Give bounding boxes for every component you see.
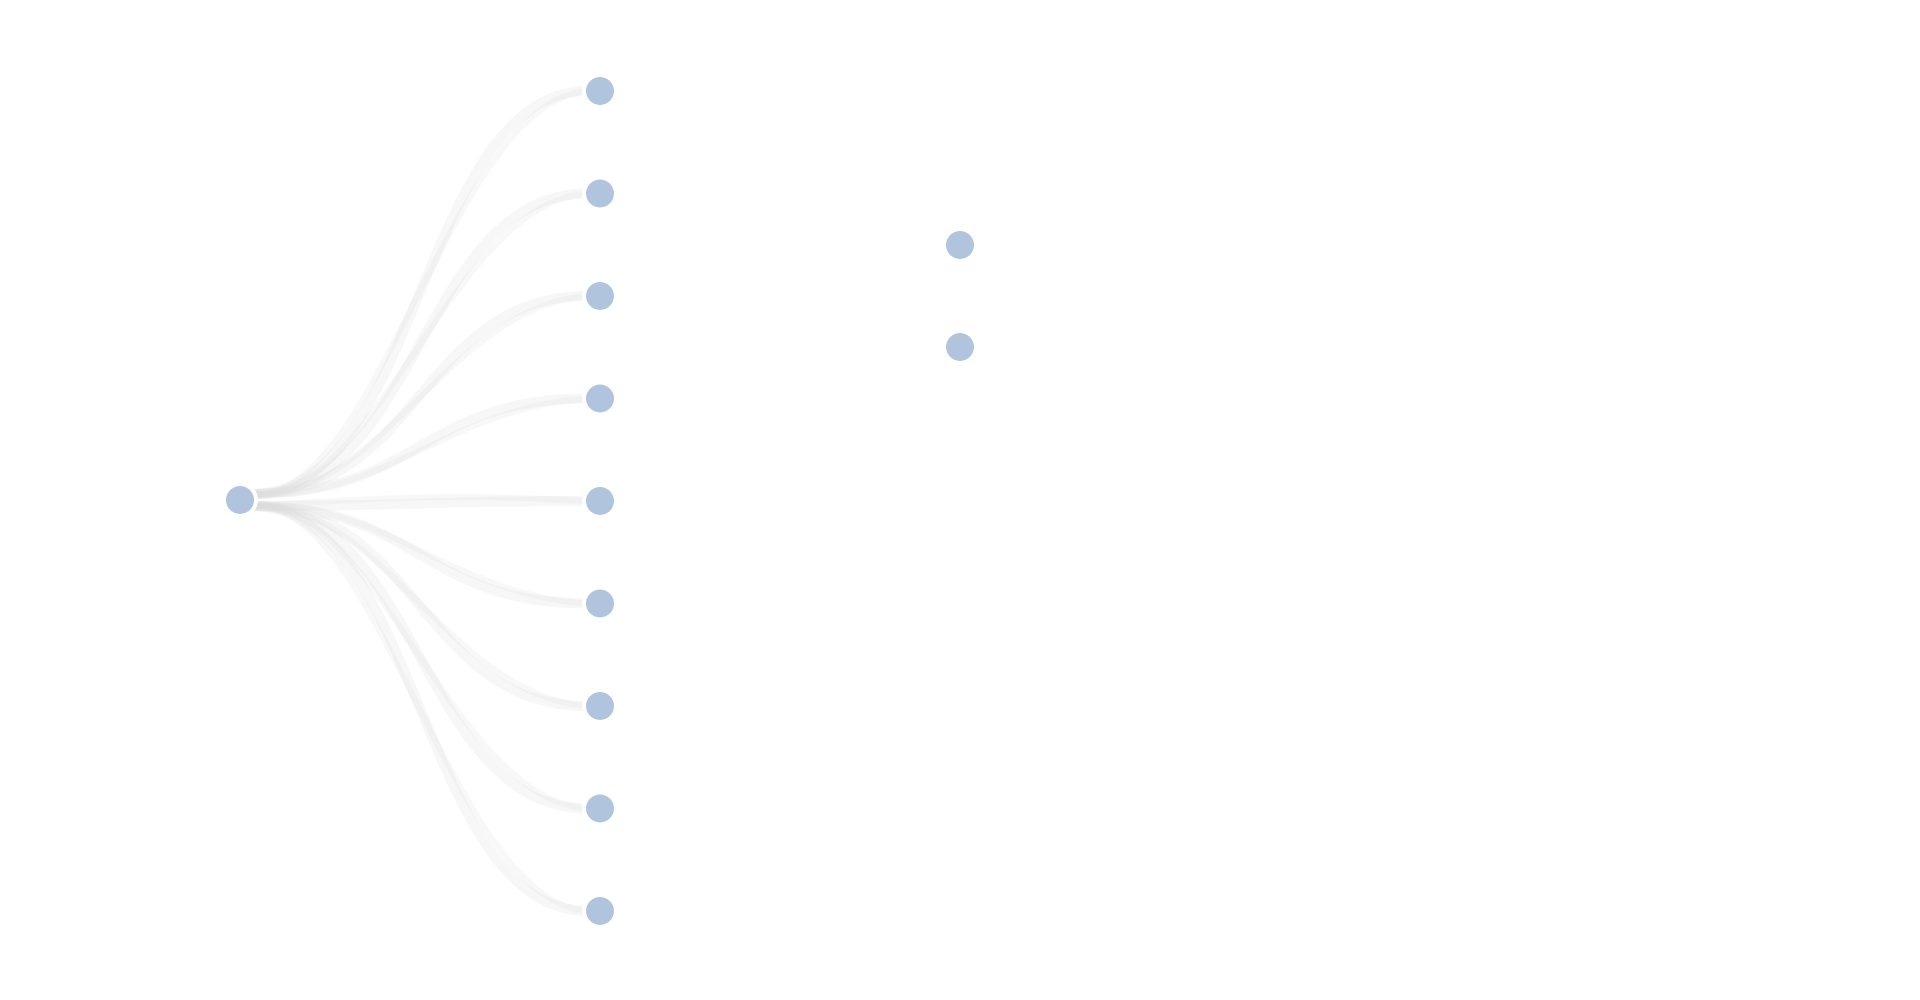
link-root-to-n7 <box>247 501 593 711</box>
node-n5[interactable] <box>586 487 614 515</box>
link-stroke <box>247 393 593 499</box>
link-stroke-shadow <box>249 190 591 498</box>
node-layer <box>222 73 978 929</box>
link-stroke-shadow <box>249 502 591 709</box>
link-root-to-n4 <box>247 393 593 499</box>
link-stroke-shadow <box>249 293 591 498</box>
link-root-to-n6 <box>247 501 593 609</box>
link-stroke <box>247 188 593 499</box>
link-root-to-n9 <box>247 501 593 916</box>
link-stroke-shadow <box>249 502 591 914</box>
node-n7[interactable] <box>586 692 614 720</box>
node-n3[interactable] <box>586 282 614 310</box>
node-n8[interactable] <box>586 794 614 823</box>
node-o1[interactable] <box>946 231 974 259</box>
node-o2[interactable] <box>946 333 974 361</box>
node-n1[interactable] <box>586 77 614 105</box>
link-stroke <box>247 496 593 511</box>
link-root-to-n3 <box>247 291 593 499</box>
link-stroke-shadow <box>249 395 591 498</box>
link-stroke <box>247 291 593 499</box>
link-root-to-n5 <box>247 493 593 511</box>
link-stroke-shadow <box>249 88 591 498</box>
link-root-to-n8 <box>247 501 593 814</box>
link-stroke <box>247 86 593 499</box>
node-n4[interactable] <box>586 384 614 413</box>
link-stroke <box>247 501 593 814</box>
node-n2[interactable] <box>586 179 614 208</box>
node-n6[interactable] <box>586 589 614 618</box>
link-stroke-shadow <box>249 493 591 509</box>
link-stroke <box>247 501 593 711</box>
link-stroke-shadow <box>249 502 591 607</box>
node-n9[interactable] <box>586 897 614 925</box>
link-stroke <box>247 501 593 916</box>
link-root-to-n1 <box>247 86 593 499</box>
link-stroke <box>247 501 593 609</box>
node-root[interactable] <box>226 486 254 514</box>
link-root-to-n2 <box>247 188 593 499</box>
link-layer <box>247 86 593 916</box>
link-stroke-shadow <box>249 502 591 812</box>
